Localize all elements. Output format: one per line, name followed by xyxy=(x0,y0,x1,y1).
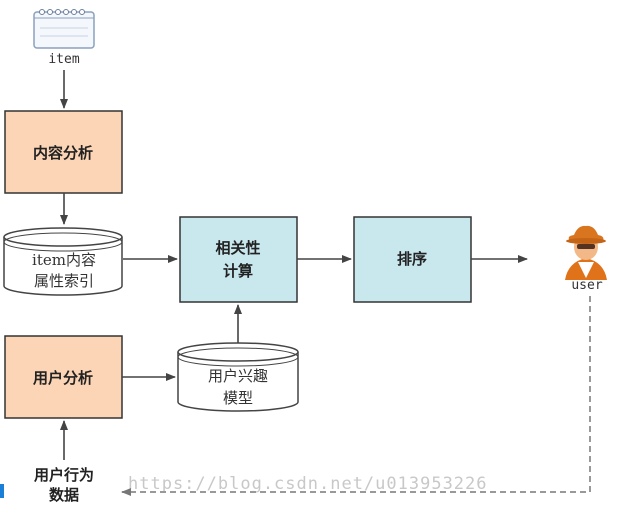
ranking-box: 排序 xyxy=(353,216,472,303)
user-analysis-label: 用户分析 xyxy=(33,369,93,387)
left-accent-bar xyxy=(0,484,4,498)
ranking-label: 排序 xyxy=(397,250,427,268)
user-label: user xyxy=(571,278,602,293)
behavior-data-line1: 用户行为 xyxy=(34,466,94,484)
interest-model-line1: 用户兴趣 xyxy=(208,367,268,385)
interest-model-line2: 模型 xyxy=(223,389,253,407)
item-index-cylinder: item内容 属性索引 xyxy=(3,227,123,296)
item-label: item xyxy=(48,52,79,67)
watermark: https://blog.csdn.net/u013953226 xyxy=(128,474,488,494)
dashed-feedback-line xyxy=(121,296,591,496)
item-index-line1: item内容 xyxy=(32,251,96,269)
relevance-line1: 相关性 xyxy=(215,239,260,257)
content-analysis-label: 内容分析 xyxy=(33,144,93,162)
notepad-icon xyxy=(33,9,95,49)
interest-model-cylinder: 用户兴趣 模型 xyxy=(177,342,299,412)
user-analysis-box: 用户分析 xyxy=(4,335,123,419)
user-avatar-icon xyxy=(565,225,607,280)
item-index-line2: 属性索引 xyxy=(34,272,94,290)
behavior-data-line2: 数据 xyxy=(49,486,79,504)
relevance-line2: 计算 xyxy=(223,262,253,280)
content-analysis-box: 内容分析 xyxy=(4,110,123,194)
relevance-box: 相关性 计算 xyxy=(179,216,298,303)
